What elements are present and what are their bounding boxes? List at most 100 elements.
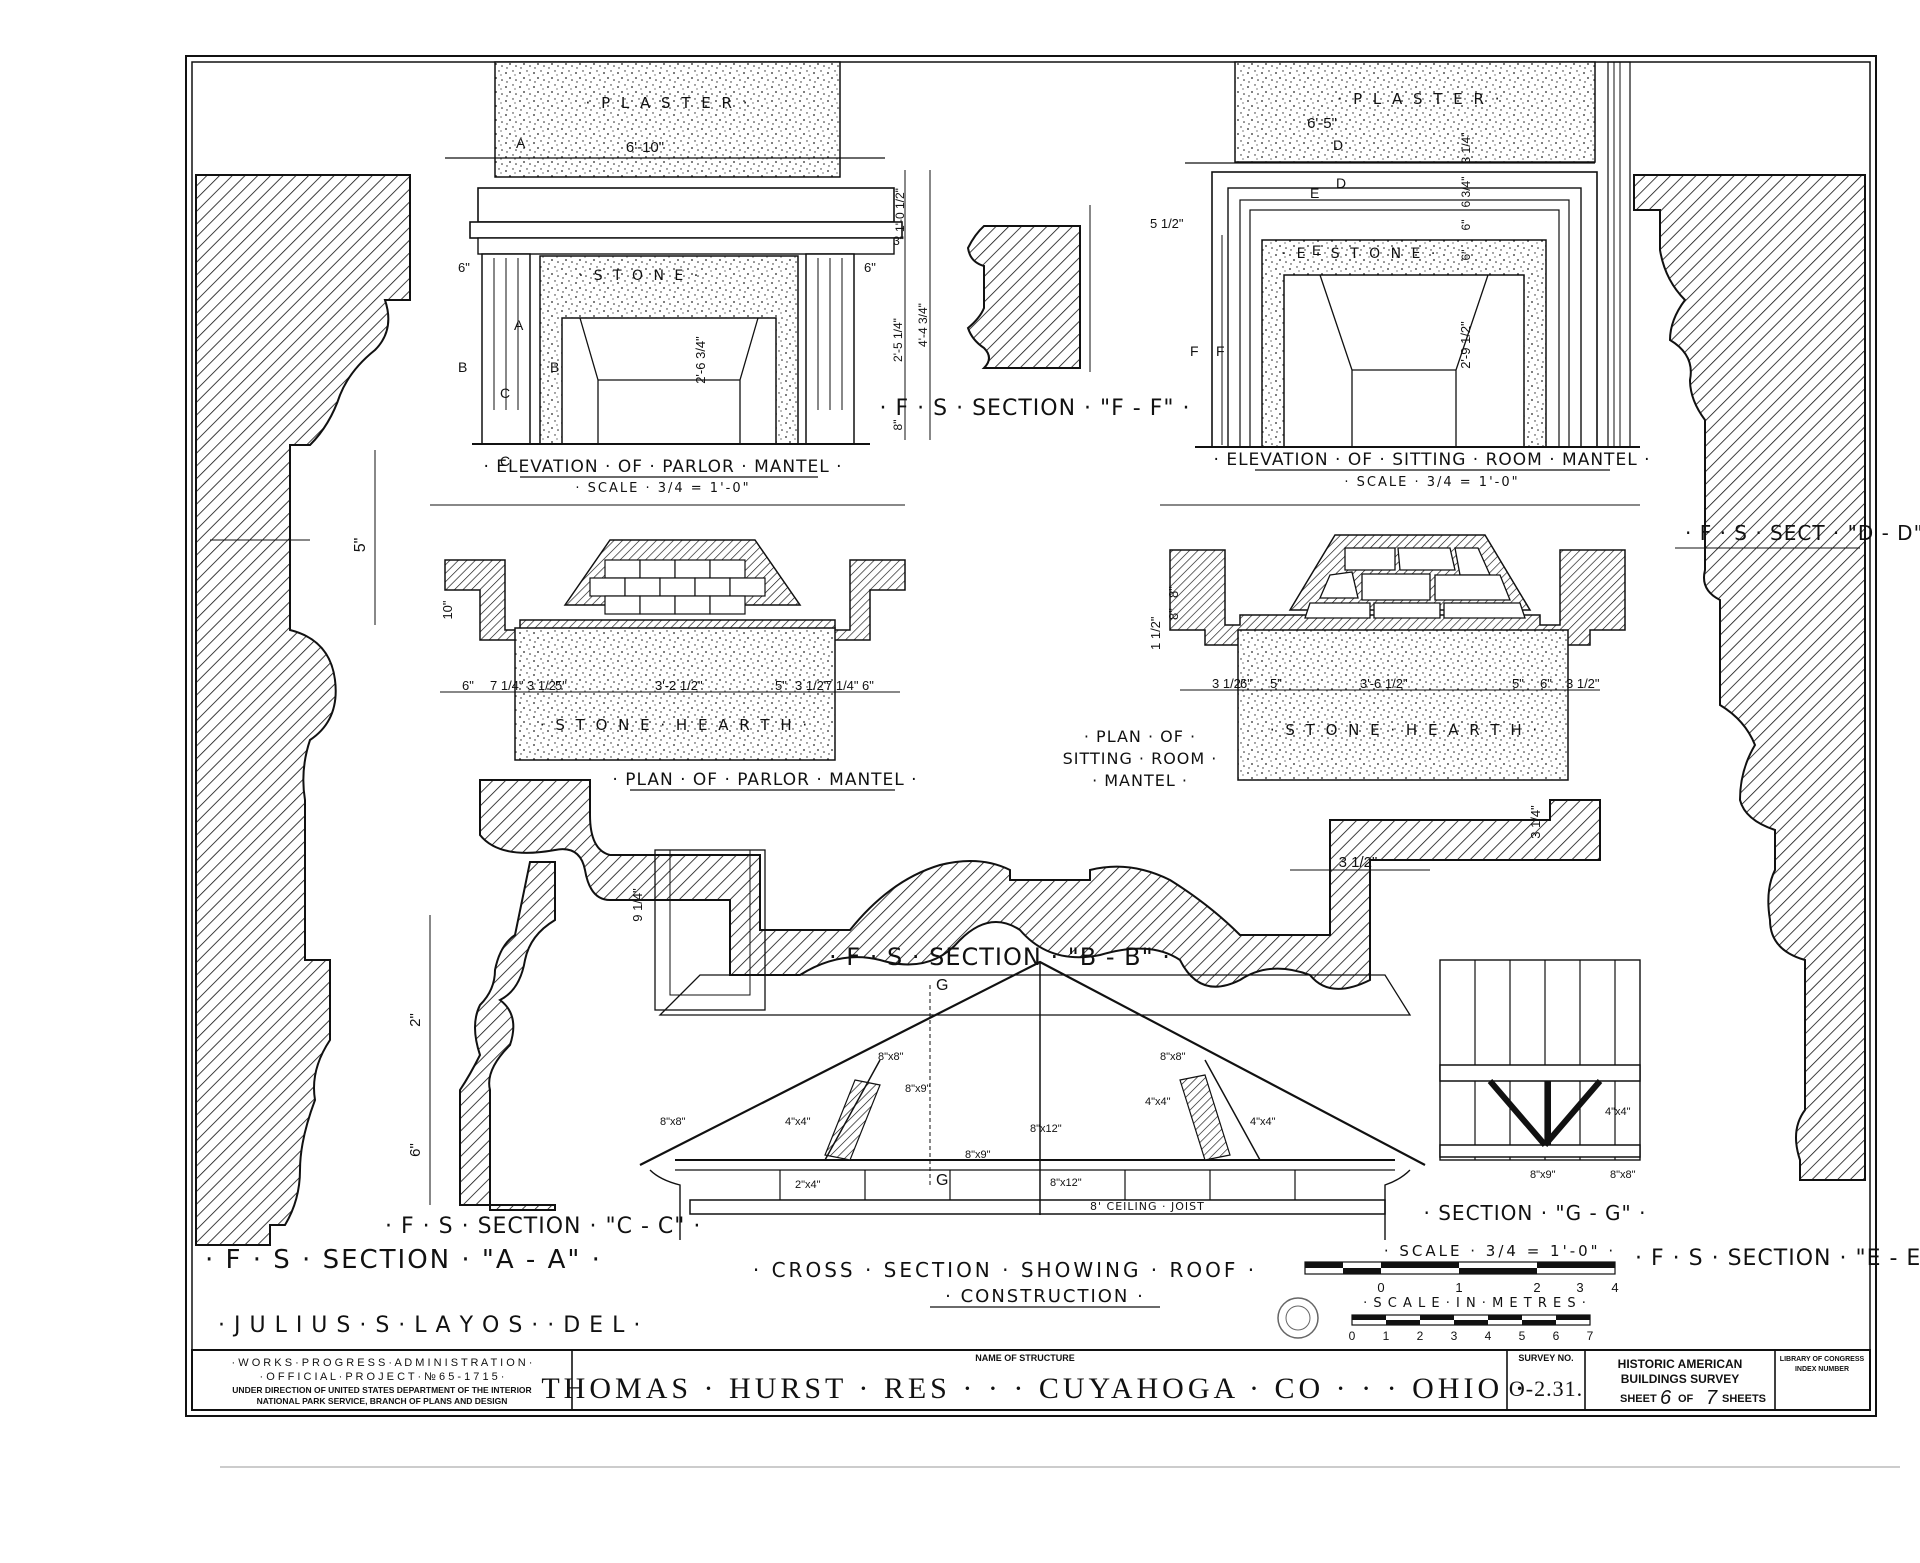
- parlor-dim-top: 1'-0 1/2": [893, 188, 907, 232]
- parlor-stone-label: · S T O N E ·: [579, 268, 701, 284]
- sitting-dim-r3: 6": [1459, 220, 1473, 231]
- roof-title-2: · CONSTRUCTION ·: [945, 1286, 1145, 1307]
- sheet-prefix: SHEET: [1620, 1393, 1657, 1405]
- section-cc-title: · F · S · SECTION · "C - C" ·: [385, 1214, 701, 1239]
- sitting-plan-depth-1: 8": [1166, 586, 1181, 598]
- scale-m-6: 6: [1553, 1329, 1560, 1343]
- parlor-plan-dim-2: 7 1/4": [490, 678, 524, 693]
- sitting-dim-left: 5 1/2": [1150, 216, 1184, 231]
- sheet-number: 6: [1660, 1387, 1672, 1409]
- parlor-dim-opening-right: 2'-5 1/4": [891, 318, 905, 362]
- sitting-marker-e2: E: [1312, 242, 1321, 258]
- sitting-plan-depth-2: 8": [1166, 608, 1181, 620]
- scale-feet-0: 0: [1377, 1280, 1384, 1295]
- scale-metres-label: · S C A L E · I N · M E T R E S ·: [1363, 1296, 1587, 1311]
- structure-name-label: NAME OF STRUCTURE: [975, 1353, 1075, 1363]
- parlor-dim-opening: 2'-6 3/4": [693, 336, 708, 384]
- sitting-dim-r4: 6": [1459, 250, 1473, 261]
- scale-m-1: 1: [1383, 1329, 1390, 1343]
- scale-feet-2: 2: [1533, 1280, 1540, 1295]
- scale-m-2: 2: [1417, 1329, 1424, 1343]
- sitting-plan: 3 1/2" 6" 5" 3'-6 1/2" 5" 6" 3 1/2" 8" 8…: [1063, 504, 1640, 790]
- section-aa-dim: 5": [352, 538, 369, 553]
- parlor-plan-dim-4: 5": [555, 678, 567, 693]
- parlor-plan-dim-8: 7 1/4": [825, 678, 859, 693]
- sitting-plan-depth-3: 1 1/2": [1148, 616, 1163, 650]
- roof-label-5: 4"x4": [1145, 1096, 1171, 1108]
- sitting-plan-title-3: · MANTEL ·: [1092, 771, 1188, 790]
- sitting-marker-e: E: [1310, 185, 1319, 201]
- roof-title-1: · CROSS · SECTION · SHOWING · ROOF ·: [753, 1258, 1257, 1282]
- section-ff: · F · S · SECTION · "F - F" ·: [880, 205, 1191, 421]
- roof-label-3: 4"x4": [785, 1116, 811, 1128]
- parlor-plan-dim-9: 6": [862, 678, 874, 693]
- sitting-plan-dim-6: 6": [1540, 676, 1552, 691]
- delineator: · J U L I U S · S · L A Y O S · · D E L …: [218, 1313, 641, 1338]
- section-bb-dim-3: 3 1/4": [1528, 805, 1543, 839]
- scale-feet-1: 1: [1455, 1280, 1462, 1295]
- outer-border: [185, 55, 1877, 1417]
- roof-label-9: 8"x9": [965, 1149, 991, 1161]
- parlor-elevation-title: · ELEVATION · OF · PARLOR · MANTEL ·: [484, 457, 843, 477]
- scale-m-4: 4: [1485, 1329, 1492, 1343]
- parlor-marker-b: B: [458, 359, 467, 375]
- sheet-total: 7: [1706, 1387, 1718, 1409]
- parlor-elevation: · P L A S T E R · 6'-10" · S T O N E · 1…: [445, 61, 931, 496]
- parlor-plan-dim-7: 3 1/2": [795, 678, 829, 693]
- parlor-plan-dim-6: 5": [775, 678, 787, 693]
- stamp-seal: [1277, 1297, 1319, 1339]
- section-dd-title: · F · S · SECT · "D - D" ·: [1685, 521, 1920, 545]
- sitting-marker-f2: F: [1216, 343, 1225, 359]
- scale-feet-4: 4: [1611, 1280, 1618, 1295]
- section-aa-title: · F · S · SECTION · "A - A" ·: [205, 1245, 602, 1275]
- parlor-dim-cornice: 3": [893, 234, 904, 248]
- sitting-dim-r1: 3 1/4": [1459, 133, 1473, 164]
- roof-label-12: 8' CEILING · JOIST: [1090, 1200, 1205, 1213]
- habs-line-2: BUILDINGS SURVEY: [1621, 1372, 1739, 1386]
- parlor-hearth-label: · S T O N E · H E A R T H ·: [540, 716, 810, 734]
- scale-m-3: 3: [1451, 1329, 1458, 1343]
- survey-number-label: SURVEY NO.: [1518, 1353, 1573, 1363]
- parlor-width-dim: 6'-10": [626, 139, 664, 156]
- parlor-plan-depth: 10": [440, 600, 455, 619]
- sitting-plan-title-1: · PLAN · OF ·: [1084, 727, 1196, 746]
- section-cc: 2" 6" · F · S · SECTION · "C - C" ·: [385, 861, 701, 1239]
- sitting-plan-dim-4: 3'-6 1/2": [1360, 676, 1408, 691]
- sitting-elevation-scale: · SCALE · 3/4 = 1'-0": [1344, 475, 1519, 490]
- roof-label-1: 8"x8": [660, 1116, 686, 1128]
- roof-label-2: 8"x9": [905, 1083, 931, 1095]
- habs-line-1: HISTORIC AMERICAN: [1618, 1357, 1743, 1371]
- section-ff-title: · F · S · SECTION · "F - F" ·: [880, 396, 1191, 421]
- gg-label-3: 8"x8": [1610, 1169, 1636, 1181]
- roof-label-11: 8"x12": [1050, 1177, 1082, 1189]
- agency-line-2: · O F F I C I A L · P R O J E C T · № 6 …: [260, 1371, 505, 1383]
- sitting-marker-d: D: [1333, 137, 1343, 153]
- section-bb-title: · F · S · SECTION · "B - B" ·: [829, 943, 1171, 971]
- section-bb: · F · S · SECTION · "B - B" · 9 1/4" 3 1…: [479, 779, 1601, 1016]
- parlor-dim-base: 8": [891, 420, 905, 431]
- scale-metres: · S C A L E · I N · M E T R E S · 0 1 2 …: [1349, 1296, 1594, 1343]
- roof-marker-g-bottom: G: [936, 1172, 948, 1189]
- sitting-marker-d2: D: [1336, 175, 1346, 191]
- roof-label-8: 8"x12": [1030, 1123, 1062, 1135]
- sheet-suffix: SHEETS: [1722, 1393, 1766, 1405]
- agency-line-3: UNDER DIRECTION OF UNITED STATES DEPARTM…: [232, 1385, 531, 1395]
- parlor-marker-c: C: [500, 385, 510, 401]
- section-gg-title: · SECTION · "G - G" ·: [1424, 1201, 1647, 1225]
- scale-m-5: 5: [1519, 1329, 1526, 1343]
- roof-marker-g-top: G: [936, 977, 948, 994]
- parlor-plan-dim-3: 3 1/2": [527, 678, 561, 693]
- parlor-marker-a: A: [516, 135, 526, 151]
- loc-line-1: LIBRARY OF CONGRESS: [1780, 1356, 1865, 1363]
- title-block: · W O R K S · P R O G R E S S · A D M I …: [191, 1349, 1871, 1411]
- parlor-plan-dim-1: 6": [462, 678, 474, 693]
- sitting-plan-dim-1: 3 1/2": [1212, 676, 1246, 691]
- parlor-marker-a2: A: [514, 317, 524, 333]
- section-cc-dim-2: 2": [407, 1013, 424, 1027]
- section-bb-dim-2: 3 1/2": [1339, 854, 1378, 871]
- parlor-plan-dim-5: 3'-2 1/2": [655, 678, 703, 693]
- roof-label-6: 4"x4": [1250, 1116, 1276, 1128]
- roof-label-7: 8"x8": [878, 1051, 904, 1063]
- gg-label-1: 4"x4": [1605, 1106, 1631, 1118]
